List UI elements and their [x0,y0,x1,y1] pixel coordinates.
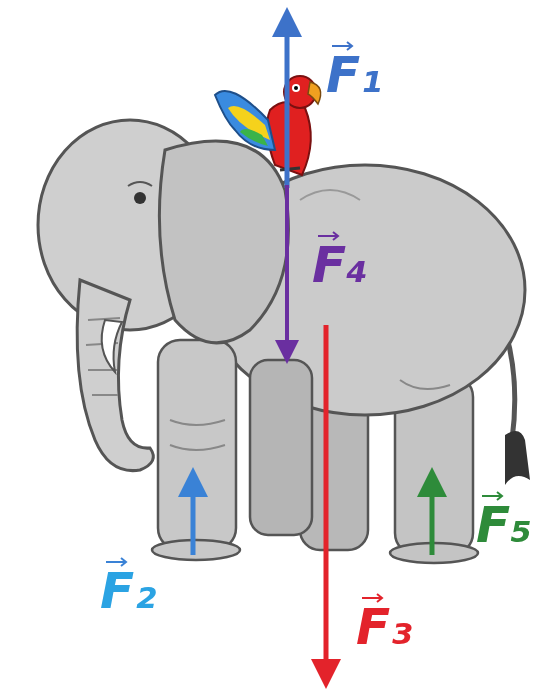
force-label: F₂ [100,566,156,616]
force-label: F₅ [476,500,532,550]
force-label: F₃ [356,602,412,652]
force-label: F₄ [312,240,368,290]
force-label: F₁ [326,50,382,100]
